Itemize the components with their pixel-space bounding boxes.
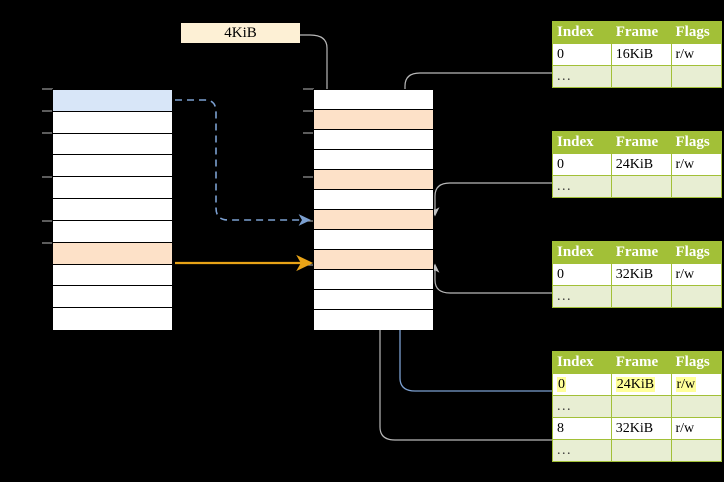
cell-frame: 24KiB bbox=[610, 373, 672, 396]
cell-flags bbox=[670, 285, 722, 308]
cell-index: 0 bbox=[552, 43, 612, 66]
cell-index: ... bbox=[552, 439, 612, 462]
physical-frame-row bbox=[314, 210, 433, 230]
cell-index: 0 bbox=[552, 153, 612, 176]
column-header-index: Index bbox=[552, 21, 612, 44]
column-header-frame: Frame bbox=[610, 351, 672, 374]
cell-index: 0 bbox=[552, 373, 612, 396]
virtual-page-row bbox=[53, 155, 172, 178]
table-ellipsis-row: ... bbox=[552, 439, 722, 462]
table-ellipsis-row: ... bbox=[552, 175, 722, 198]
virtual-address-space-column bbox=[52, 89, 173, 330]
virtual-page-row bbox=[53, 308, 172, 330]
column-header-flags: Flags bbox=[670, 241, 722, 264]
cell-flags: r/w bbox=[670, 153, 722, 176]
physical-frame-row bbox=[314, 110, 433, 130]
cell-frame bbox=[610, 395, 672, 418]
virtual-page-row bbox=[53, 199, 172, 221]
physical-frame-row bbox=[314, 230, 433, 250]
physical-frame-row bbox=[314, 250, 433, 270]
cell-flags bbox=[670, 395, 722, 418]
cell-frame bbox=[610, 439, 672, 462]
virtual-page-row bbox=[53, 111, 172, 134]
physical-frame-row bbox=[314, 90, 433, 110]
cell-flags bbox=[670, 439, 722, 462]
virtual-page-row bbox=[53, 264, 172, 287]
cell-frame bbox=[610, 65, 672, 88]
virtual-page-row bbox=[53, 90, 172, 112]
cell-index: 0 bbox=[552, 263, 612, 286]
virtual-page-row bbox=[53, 242, 172, 265]
arrow-virtual-page-mapping bbox=[175, 99, 311, 226]
highlighted-value: 0 bbox=[557, 376, 566, 392]
virtual-page-row bbox=[53, 177, 172, 200]
cell-frame: 24KiB bbox=[610, 153, 672, 176]
cell-frame: 16KiB bbox=[610, 43, 672, 66]
highlighted-value: 24KiB bbox=[615, 376, 656, 392]
table-row: 0 24KiB r/w bbox=[552, 373, 722, 396]
physical-memory-column bbox=[313, 89, 434, 330]
page-size-label: 4KiB bbox=[181, 23, 300, 43]
physical-frame-row bbox=[314, 290, 433, 310]
cell-index: ... bbox=[552, 175, 612, 198]
virtual-page-row bbox=[53, 220, 172, 243]
cell-flags bbox=[670, 175, 722, 198]
cell-flags: r/w bbox=[670, 417, 722, 440]
column-header-frame: Frame bbox=[610, 241, 672, 264]
column-header-index: Index bbox=[552, 351, 612, 374]
column-header-index: Index bbox=[552, 241, 612, 264]
column-header-flags: Flags bbox=[670, 351, 722, 374]
column-header-frame: Frame bbox=[610, 131, 672, 154]
cell-frame: 32KiB bbox=[610, 263, 672, 286]
cell-index: ... bbox=[552, 395, 612, 418]
cell-index: ... bbox=[552, 285, 612, 308]
cell-frame bbox=[610, 285, 672, 308]
virtual-page-row bbox=[53, 286, 172, 309]
cell-index: 8 bbox=[552, 417, 612, 440]
virtual-page-row bbox=[53, 133, 172, 156]
physical-frame-row bbox=[314, 150, 433, 170]
table-ellipsis-row: ... bbox=[552, 65, 722, 88]
cell-flags bbox=[670, 65, 722, 88]
physical-frame-row bbox=[314, 190, 433, 210]
physical-frame-row bbox=[314, 130, 433, 150]
column-header-frame: Frame bbox=[610, 21, 672, 44]
cell-flags: r/w bbox=[670, 43, 722, 66]
cell-flags: r/w bbox=[670, 263, 722, 286]
physical-frame-row bbox=[314, 170, 433, 190]
cell-frame: 32KiB bbox=[610, 417, 672, 440]
cell-frame bbox=[610, 175, 672, 198]
table-ellipsis-row: ... bbox=[552, 285, 722, 308]
table-ellipsis-row: ... bbox=[552, 395, 722, 418]
column-header-index: Index bbox=[552, 131, 612, 154]
physical-frame-row bbox=[314, 310, 433, 330]
column-header-flags: Flags bbox=[670, 131, 722, 154]
column-header-flags: Flags bbox=[670, 21, 722, 44]
cell-flags: r/w bbox=[670, 373, 722, 396]
cell-index: ... bbox=[552, 65, 612, 88]
highlighted-value: r/w bbox=[675, 376, 697, 392]
physical-frame-row bbox=[314, 270, 433, 290]
